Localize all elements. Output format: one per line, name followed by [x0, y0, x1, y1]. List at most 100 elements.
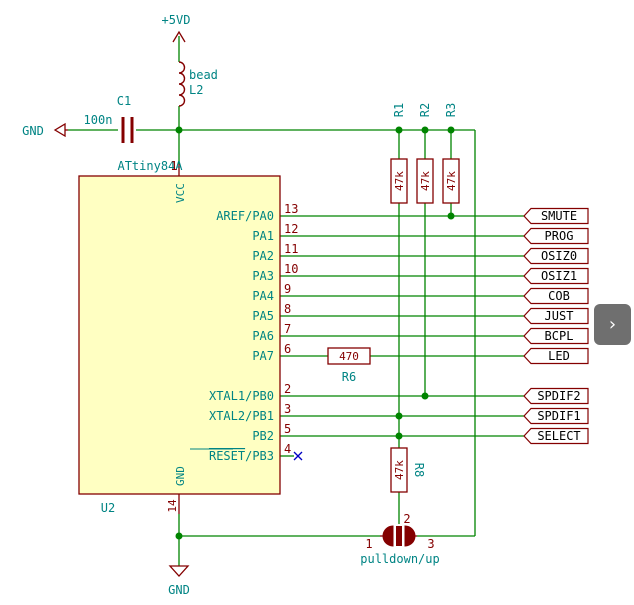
mcu-pin-number: 4 [284, 442, 291, 456]
net-flag-shape [523, 287, 589, 305]
mcu-pin-name: PA5 [252, 309, 274, 323]
no-connect-marker [293, 451, 303, 461]
gnd-pin-name: GND [174, 466, 187, 486]
r8-value: 47k [393, 460, 406, 480]
jumper-pin1: 1 [365, 537, 372, 551]
resistor-r3: 47k R3 [442, 103, 460, 204]
cap-value: 100n [84, 113, 113, 127]
reset-overbar-text: RESET [209, 449, 245, 463]
net-flag-shape [523, 347, 589, 365]
net-label-text: SELECT [537, 429, 580, 443]
r2-value: 47k [419, 171, 432, 191]
cap-ref: C1 [117, 94, 131, 108]
gnd-left-symbol: GND [22, 122, 68, 138]
wires [68, 36, 524, 566]
net-label-text: OSIZ1 [541, 269, 577, 283]
net-flag-shape [523, 307, 589, 325]
vcc-label: +5VD [162, 13, 191, 27]
mcu-ref: U2 [101, 501, 115, 515]
net-label-spdif1: SPDIF1 [523, 407, 589, 425]
net-label-spdif2: SPDIF2 [523, 387, 589, 405]
net-label-text: OSIZ0 [541, 249, 577, 263]
r2-ref: R2 [418, 103, 432, 117]
net-label-prog: PROG [523, 227, 589, 245]
mcu-pin-name: XTAL2/PB1 [209, 409, 274, 423]
mcu-value: ATtiny84A [117, 159, 183, 173]
jumper-pin2: 2 [403, 512, 410, 526]
resistor-r8: 47k R8 [390, 447, 426, 493]
r1-ref: R1 [392, 103, 406, 117]
mcu-pin-number: 9 [284, 282, 291, 296]
net-flag-shape [523, 407, 589, 425]
mcu-pin-name: PA3 [252, 269, 274, 283]
r6-ref: R6 [342, 370, 356, 384]
resistor-r6: 470 R6 [327, 347, 371, 384]
solder-jumper: 1 2 3 pulldown/up [360, 512, 439, 566]
mcu-pin-name: PA7 [252, 349, 274, 363]
net-label-led: LED [523, 347, 589, 365]
net-label-text: PROG [545, 229, 574, 243]
mcu-pin-number: 8 [284, 302, 291, 316]
mcu-pin-name: PA6 [252, 329, 274, 343]
gnd-bottom-symbol: GND [168, 565, 190, 597]
junctions [175, 126, 455, 540]
resistor-r2: 47k R2 [416, 103, 434, 204]
net-flag-shape [523, 387, 589, 405]
r6-value: 470 [339, 350, 359, 363]
net-label-bcpl: BCPL [523, 327, 589, 345]
net-label-text: BCPL [545, 329, 574, 343]
net-flag-shape [523, 427, 589, 445]
net-flag-shape [523, 267, 589, 285]
jumper-label: pulldown/up [360, 552, 439, 566]
net-label-smute: SMUTE [523, 207, 589, 225]
net-label-text: JUST [545, 309, 574, 323]
vcc-pin-name: VCC [174, 183, 187, 203]
net-flag-shape [523, 247, 589, 265]
pin-name-suffix: /PB3 [245, 449, 274, 463]
net-flag-shape [523, 327, 589, 345]
net-label-text: LED [548, 349, 570, 363]
mcu-pin-name: PB2 [252, 429, 274, 443]
mcu-pin-number: 6 [284, 342, 291, 356]
gnd-left-label: GND [22, 124, 44, 138]
mcu-pin-number: 13 [284, 202, 298, 216]
vcc-pin-number: 1 [170, 159, 177, 173]
mcu-pin-number: 11 [284, 242, 298, 256]
net-flag-shape [523, 207, 589, 225]
net-label-text: SMUTE [541, 209, 577, 223]
net-label-text: SPDIF1 [537, 409, 580, 423]
net-label-cob: COB [523, 287, 589, 305]
mcu-pin-number: 2 [284, 382, 291, 396]
jumper-pin3: 3 [427, 537, 434, 551]
power-vcc-symbol: +5VD [162, 13, 191, 43]
bead-value: bead [189, 68, 218, 82]
net-label-select: SELECT [523, 427, 589, 445]
net-label-text: COB [548, 289, 570, 303]
r1-value: 47k [393, 171, 406, 191]
net-label-text: SPDIF2 [537, 389, 580, 403]
mcu-pin-number: 12 [284, 222, 298, 236]
mcu-pin-name: PA2 [252, 249, 274, 263]
capacitor-c1: C1 100n [84, 94, 134, 143]
mcu-pin-name: PA1 [252, 229, 274, 243]
r8-ref: R8 [412, 463, 426, 477]
inductor-l2: bead L2 [178, 61, 218, 107]
r3-ref: R3 [444, 103, 458, 117]
net-label-osiz0: OSIZ0 [523, 247, 589, 265]
net-label-osiz1: OSIZ1 [523, 267, 589, 285]
next-arrow-button[interactable]: › [594, 304, 631, 345]
gnd-pin-number: 14 [166, 499, 179, 513]
resistor-r1: 47k R1 [390, 103, 408, 204]
bead-ref: L2 [189, 83, 203, 97]
mcu-pin-name: RESET/PB3 [209, 449, 274, 463]
mcu-pin-number: 3 [284, 402, 291, 416]
mcu-pin-name: AREF/PA0 [216, 209, 274, 223]
net-flag-shape [523, 227, 589, 245]
gnd-bottom-label: GND [168, 583, 190, 597]
mcu-pin-number: 7 [284, 322, 291, 336]
chevron-right-icon: › [608, 314, 617, 335]
